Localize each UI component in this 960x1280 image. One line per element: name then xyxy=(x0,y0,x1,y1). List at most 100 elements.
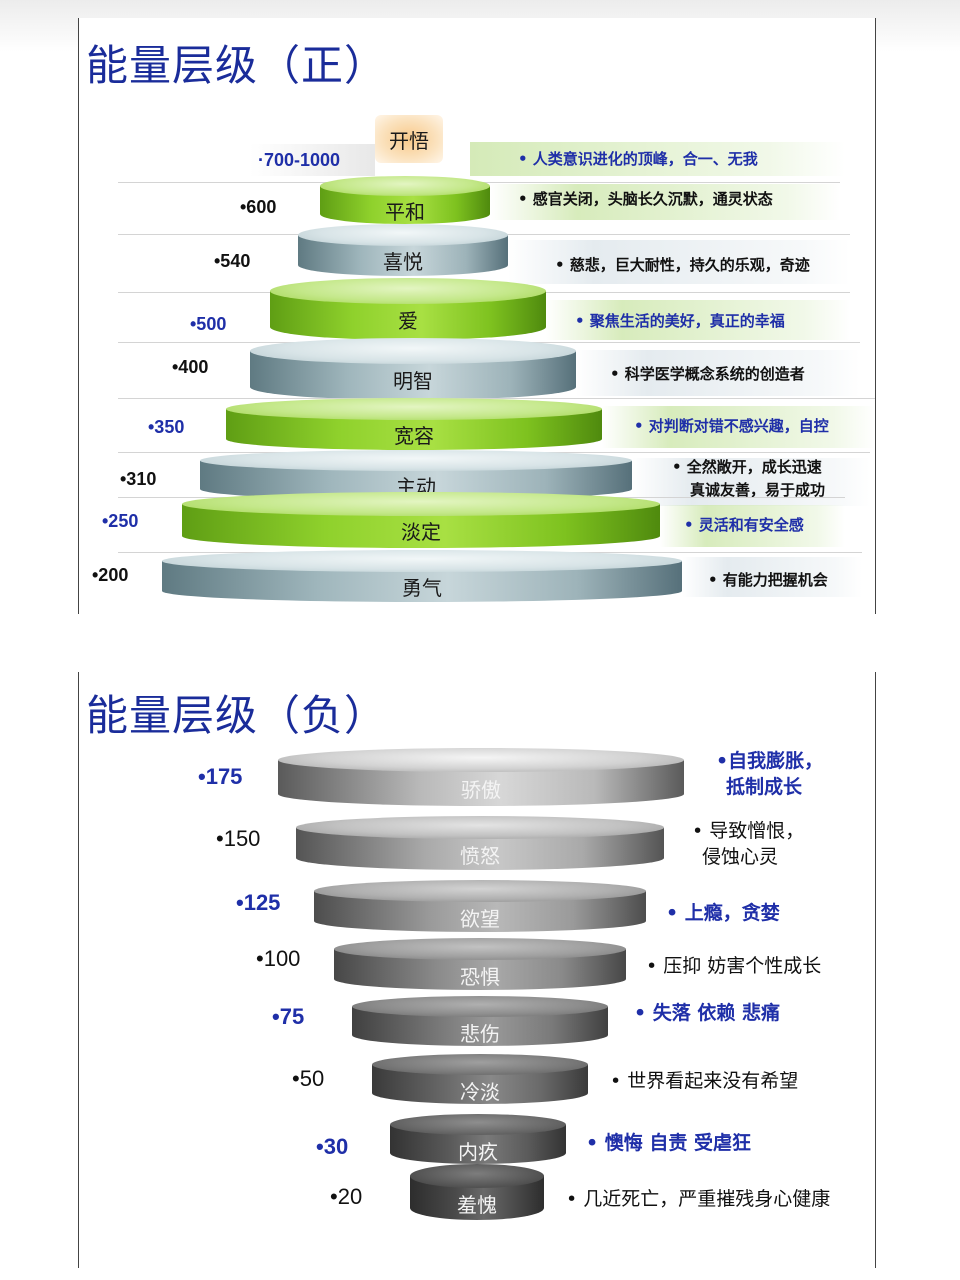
level-disc: 平和 xyxy=(320,176,490,224)
level-value: •175 xyxy=(198,764,243,789)
level-name: 羞愧 xyxy=(457,1193,497,1217)
level-disc: 淡定 xyxy=(182,492,660,548)
level-description: • 几近死亡，严重摧残身心健康 xyxy=(566,1186,830,1212)
description-band xyxy=(660,505,845,547)
level-disc: 爱 xyxy=(270,278,546,340)
positive-left-border xyxy=(78,18,79,614)
level-name: 愤怒 xyxy=(460,844,500,868)
level-name: 内疚 xyxy=(458,1140,498,1164)
level-name: 骄傲 xyxy=(461,778,501,802)
level-disc: 宽容 xyxy=(226,398,602,450)
level-description: • 导致憎恨，侵蚀心灵 xyxy=(692,818,804,870)
negative-right-border xyxy=(875,672,876,1268)
disc-top xyxy=(278,748,684,772)
description-line: • 世界看起来没有希望 xyxy=(610,1070,799,1092)
level-disc: 欲望 xyxy=(314,880,646,932)
disc-top xyxy=(226,398,602,420)
disc-top xyxy=(334,938,626,960)
description-band xyxy=(602,406,875,448)
level-value: •150 xyxy=(216,826,261,851)
description-line: • 对判断对错不感兴趣，自控 xyxy=(634,417,829,435)
description-line: • 压抑 妨害个性成长 xyxy=(646,955,822,977)
description-band xyxy=(632,458,870,506)
level-value: •400 xyxy=(172,357,209,377)
level-description: • 有能力把握机会 xyxy=(708,569,828,592)
level-description: • 懊悔 自责 受虐狂 xyxy=(586,1130,751,1156)
level-name: 冷淡 xyxy=(460,1080,500,1104)
level-value: •125 xyxy=(236,890,281,915)
disc-top xyxy=(314,880,646,902)
disc-top xyxy=(372,1054,588,1075)
description-line: • 全然敞开，成长迅速 xyxy=(672,458,822,476)
disc-top xyxy=(410,1164,544,1188)
level-description: • 全然敞开，成长迅速真诚友善，易于成功 xyxy=(672,456,825,502)
level-name: 欲望 xyxy=(460,907,500,931)
value-band xyxy=(250,144,375,176)
disc-top xyxy=(250,338,576,364)
level-value: ·700-1000 xyxy=(258,150,341,170)
level-disc: 骄傲 xyxy=(278,748,684,806)
description-line: •自我膨胀， xyxy=(716,750,824,772)
level-name: 喜悦 xyxy=(383,250,423,274)
disc-top xyxy=(182,492,660,516)
description-line: • 导致憎恨， xyxy=(692,820,805,842)
description-band xyxy=(576,350,860,396)
description-line: • 人类意识进化的顶峰，合一、无我 xyxy=(518,150,758,168)
description-line: • 有能力把握机会 xyxy=(708,571,828,589)
level-description: • 世界看起来没有希望 xyxy=(610,1068,798,1094)
level-name: 爱 xyxy=(398,309,418,333)
disc-top xyxy=(270,278,546,304)
description-line: 抵制成长 xyxy=(726,776,803,798)
description-line: • 慈悲，巨大耐性，持久的乐观，奇迹 xyxy=(555,256,810,274)
level-name: 宽容 xyxy=(394,424,434,448)
description-line: • 上瘾，贪婪 xyxy=(666,902,780,924)
description-line: • 几近死亡，严重摧残身心健康 xyxy=(566,1188,831,1210)
description-line: • 懊悔 自责 受虐狂 xyxy=(586,1132,751,1154)
disc-top xyxy=(320,176,490,196)
disc-top xyxy=(296,816,664,839)
level-value: •200 xyxy=(92,565,129,585)
positive-title: 能量层级（正） xyxy=(86,41,388,90)
description-line: 真诚友善，易于成功 xyxy=(690,481,826,499)
level-description: •自我膨胀， 抵制成长 xyxy=(716,748,823,800)
level-value: •250 xyxy=(102,511,139,531)
level-description: • 慈悲，巨大耐性，持久的乐观，奇迹 xyxy=(555,254,810,277)
level-disc: 勇气 xyxy=(162,550,682,602)
level-description: • 压抑 妨害个性成长 xyxy=(646,953,821,979)
level-disc: 喜悦 xyxy=(298,224,508,276)
level-name: 恐惧 xyxy=(460,965,500,989)
description-band xyxy=(546,300,850,340)
description-line: • 失落 依赖 悲痛 xyxy=(634,1002,780,1024)
level-name: 开悟 xyxy=(389,129,429,153)
level-description: • 上瘾，贪婪 xyxy=(666,900,780,926)
level-value: •310 xyxy=(120,469,157,489)
level-value: •500 xyxy=(190,314,227,334)
disc-top xyxy=(352,996,608,1017)
level-name: 平和 xyxy=(385,200,425,224)
level-value: •540 xyxy=(214,251,251,271)
level-description: • 对判断对错不感兴趣，自控 xyxy=(634,415,829,438)
level-name: 明智 xyxy=(393,369,433,393)
negative-left-border xyxy=(78,672,79,1268)
description-band xyxy=(470,142,845,176)
level-disc: 恐惧 xyxy=(334,938,626,990)
level-value: •20 xyxy=(330,1184,363,1209)
level-value: •50 xyxy=(292,1066,325,1091)
level-name: 淡定 xyxy=(401,520,441,544)
level-description: • 灵活和有安全感 xyxy=(684,514,804,537)
level-value: •600 xyxy=(240,197,277,217)
description-band xyxy=(682,557,862,597)
level-name: 悲伤 xyxy=(460,1022,500,1046)
level-name: 勇气 xyxy=(402,576,442,600)
positive-right-border xyxy=(875,18,876,614)
level-value: •350 xyxy=(148,417,185,437)
level-description: • 聚焦生活的美好，真正的幸福 xyxy=(575,310,785,333)
description-line: • 灵活和有安全感 xyxy=(684,516,804,534)
level-value: •100 xyxy=(256,946,301,971)
description-band xyxy=(508,240,850,284)
description-line: • 科学医学概念系统的创造者 xyxy=(610,365,805,383)
level-description: • 人类意识进化的顶峰，合一、无我 xyxy=(518,148,758,171)
level-cap-top xyxy=(375,115,443,163)
level-value: •75 xyxy=(272,1004,305,1029)
disc-top xyxy=(390,1114,566,1135)
